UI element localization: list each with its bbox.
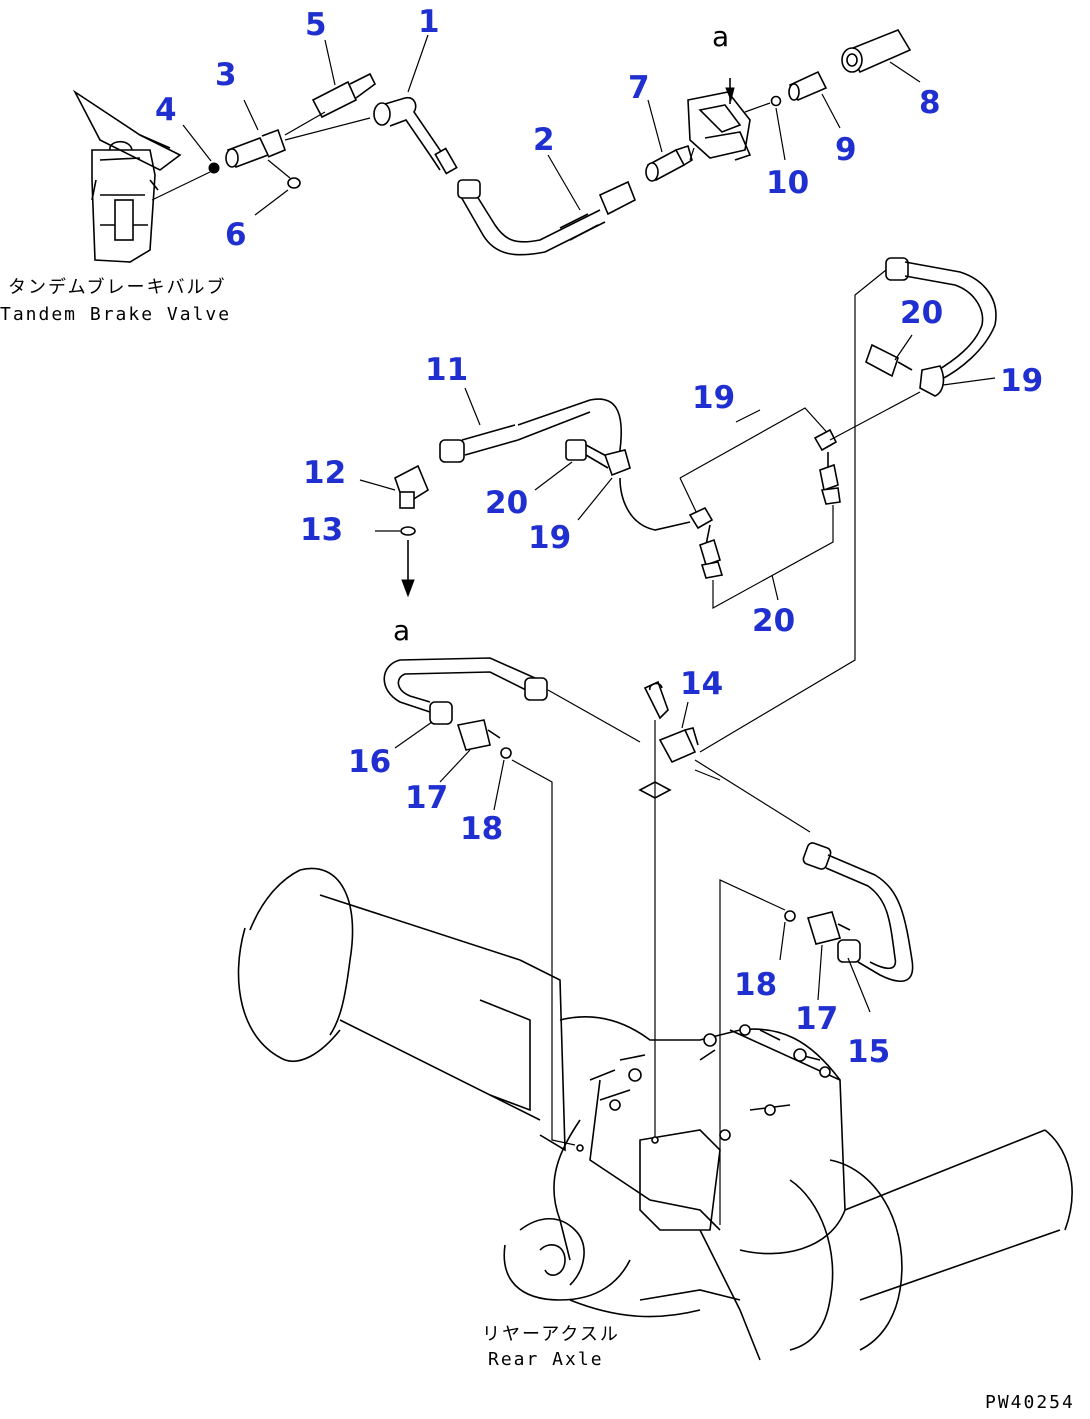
part-4-oring [151,124,220,201]
callout-9: 9 [835,132,857,168]
part-3-elbow [225,99,287,169]
rear-axle-label-en: Rear Axle [488,1349,604,1370]
part-9-connector [788,70,841,129]
part-2-hose [457,154,637,256]
part-15-tube [802,842,914,1013]
part-6-oring [254,159,301,216]
callout-7: 7 [628,70,650,106]
callout-10: 10 [766,165,809,201]
rear-axle-label-jp: リヤーアクスル [482,1324,620,1345]
part-14-tee [547,680,811,1140]
part-20-bolt-left [534,439,611,491]
callout-19-top: 19 [692,380,735,416]
drawing-number: PW40254 [985,1392,1075,1413]
part-18-left [493,747,576,1146]
callout-3: 3 [215,57,237,93]
part-5-fitting [284,39,377,136]
tandem-brake-valve-label-en: Tandem Brake Valve [0,304,231,325]
callout-2: 2 [533,122,555,158]
part-1-tube [284,34,458,175]
tandem-brake-valve-drawing [72,89,182,263]
part-7-connector [645,99,693,182]
callout-15: 15 [847,1034,890,1070]
part-18-right [719,879,796,1225]
part-17-right [806,911,851,1001]
callout-19-left: 19 [528,520,571,556]
part-17-left [439,719,501,783]
callout-16: 16 [348,744,391,780]
callout-12: 12 [303,455,346,491]
marker-a-mid: a [393,614,410,647]
callout-17-left: 17 [405,780,448,816]
callout-6: 6 [225,217,247,253]
callout-20-bottom: 20 [752,603,795,639]
callout-19-right: 19 [1000,363,1043,399]
marker-a-top: a [712,20,729,53]
callout-11: 11 [425,352,468,388]
part-8-cylinder [841,29,921,83]
part-19-clamp-left [577,449,691,531]
callout-20-top-right: 20 [900,295,943,331]
tandem-brake-valve-label-jp: タンデムブレーキバルブ [8,276,227,298]
callout-18-left: 18 [460,811,503,847]
callout-18-right: 18 [734,967,777,1003]
brake-block-a [687,78,752,161]
callout-1: 1 [418,4,440,40]
callout-13: 13 [300,512,343,548]
part-11-hose [439,387,622,471]
callout-8: 8 [919,85,941,121]
rear-axle-drawing [237,867,1073,1361]
callout-17-right: 17 [795,1001,838,1037]
clamp-group-19-20 [679,407,841,610]
part-13-oring [375,526,416,598]
callout-5: 5 [305,7,327,43]
callout-20-left: 20 [485,485,528,521]
callout-14: 14 [680,666,723,702]
tube-loop-right [699,257,997,753]
callout-4: 4 [155,92,177,128]
part-10-oring [744,95,786,161]
part-16-tube [383,657,548,749]
part-12-elbow [359,464,429,509]
